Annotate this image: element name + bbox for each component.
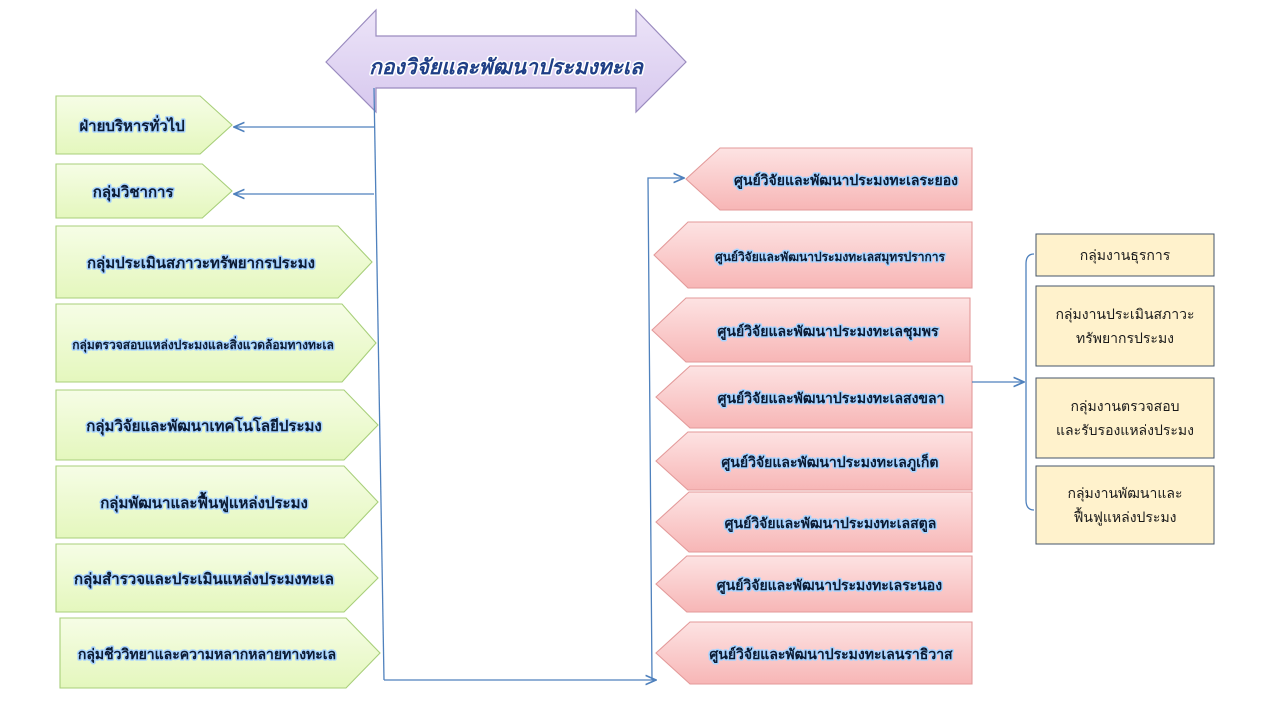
- sub-group-label: และรับรองแหล่งประมง: [1056, 423, 1194, 439]
- center-shape: [653, 221, 973, 289]
- sub-group-box: [1035, 465, 1215, 545]
- center-shape: [655, 431, 973, 491]
- left-unit-label: กลุ่มชีววิทยาและความหลากหลายทางทะเล: [78, 647, 336, 663]
- center-shape: [655, 555, 973, 613]
- sub-group-box: [1035, 233, 1215, 277]
- sub-group-box: [1035, 285, 1215, 367]
- center-label: ศูนย์วิจัยและพัฒนาประมงทะเลภูเก็ต: [721, 453, 938, 471]
- center-shape: [655, 365, 973, 429]
- sub-group-label: กลุ่มงานธุรการ: [1080, 248, 1171, 264]
- sub-group-label: ฟื้นฟูแหล่งประมง: [1073, 507, 1176, 526]
- center-label: ศูนย์วิจัยและพัฒนาประมงทะเลสมุทรปราการ: [715, 250, 945, 265]
- sub-group-label: กลุ่มงานตรวจสอบ: [1070, 399, 1179, 415]
- left-unit-label: กลุ่มตรวจสอบแหล่งประมงและสิ่งแวดล้อมทางท…: [72, 336, 334, 353]
- left-unit-label: ฝ่ายบริหารทั่วไป: [79, 115, 184, 135]
- center-label: ศูนย์วิจัยและพัฒนาประมงทะเลระยอง: [734, 172, 958, 189]
- left-unit-shape: [55, 465, 379, 539]
- center-shape: [655, 491, 973, 553]
- center-label: ศูนย์วิจัยและพัฒนาประมงทะเลสงขลา: [718, 390, 945, 407]
- sub-group-label: กลุ่มงานประเมินสภาวะ: [1055, 307, 1194, 323]
- center-label: ศูนย์วิจัยและพัฒนาประมงทะเลระนอง: [717, 577, 942, 594]
- center-shape: [685, 147, 973, 211]
- left-unit-label: กลุ่มประเมินสภาวะทรัพยากรประมง: [87, 254, 315, 273]
- center-shape: [655, 621, 973, 685]
- left-unit-shape: [55, 225, 373, 299]
- connector-centers: [647, 178, 684, 681]
- left-unit-shape: [55, 95, 233, 155]
- left-unit-label: กลุ่มพัฒนาและฟื้นฟูแหล่งประมง: [100, 491, 308, 513]
- trunk-line: [373, 87, 385, 681]
- title-text: กองวิจัยและพัฒนาประมงทะเล: [369, 54, 644, 79]
- left-unit-label: กลุ่มวิจัยและพัฒนาเทคโนโลยีประมง: [86, 416, 321, 436]
- center-label: ศูนย์วิจัยและพัฒนาประมงทะเลนราธิวาส: [709, 646, 953, 663]
- center-shape: [651, 297, 971, 363]
- center-label: ศูนย์วิจัยและพัฒนาประมงทะเลชุมพร: [718, 323, 939, 340]
- sub-group-label: ทรัพยากรประมง: [1076, 331, 1174, 347]
- sub-group-box: [1035, 377, 1215, 459]
- sub-group-bracket: [1025, 253, 1035, 511]
- sub-group-label: กลุ่มงานพัฒนาและ: [1068, 486, 1183, 502]
- left-unit-shape: [55, 303, 377, 383]
- center-label: ศูนย์วิจัยและพัฒนาประมงทะเลสตูล: [725, 515, 937, 532]
- left-unit-shape: [55, 543, 379, 613]
- title-double-arrow: [325, 8, 687, 114]
- left-unit-shape: [55, 163, 233, 219]
- left-unit-shape: [59, 617, 381, 689]
- left-unit-shape: [55, 389, 379, 461]
- left-unit-label: กลุ่มสำรวจและประเมินแหล่งประมงทะเล: [74, 570, 334, 589]
- left-unit-label: กลุ่มวิชาการ: [93, 183, 175, 202]
